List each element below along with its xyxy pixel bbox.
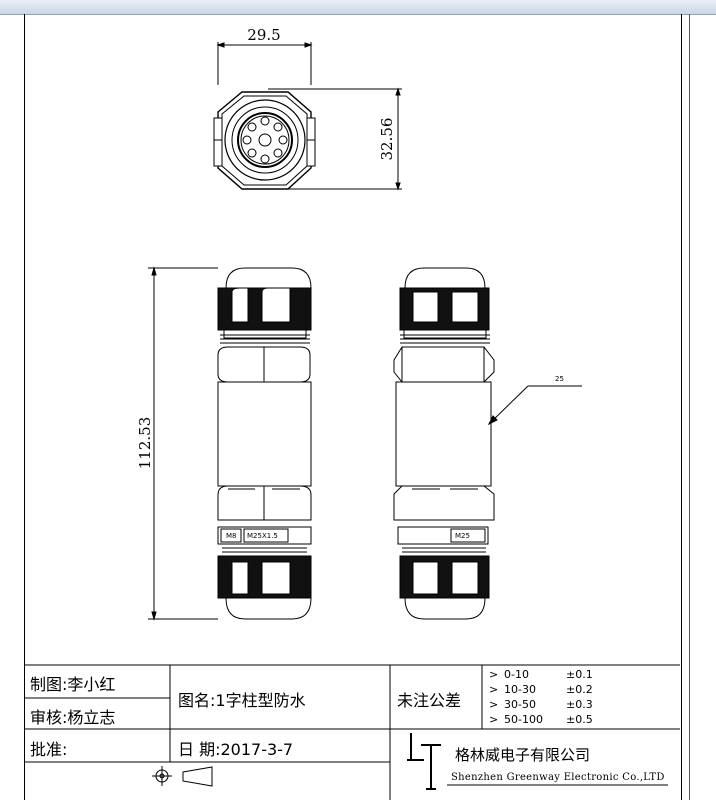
dim-leader: 25: [555, 375, 564, 383]
dim-top-height: 32.56: [378, 118, 396, 161]
tolerance-range: 50-100: [504, 713, 543, 726]
checked-by: 审核:杨立志: [30, 708, 116, 727]
tolerance-range: 30-50: [504, 698, 536, 711]
tolerance-range: 10-30: [504, 683, 536, 696]
tolerance-value: ±0.3: [566, 698, 593, 711]
dim-top-width: 29.5: [247, 26, 280, 44]
drawing-date: 日 期:2017-3-7: [178, 740, 294, 759]
company-name-en: Shenzhen Greenway Electronic Co.,LTD: [451, 772, 665, 783]
drawn-by: 制图:李小红: [30, 675, 116, 694]
front-view: [148, 266, 312, 621]
company-name-cn: 格林威电子有限公司: [455, 746, 591, 764]
dim-length: 112.53: [136, 417, 154, 470]
tolerance-value: ±0.2: [566, 683, 593, 696]
side-label: M25: [455, 532, 470, 540]
tolerance-row: >: [489, 683, 499, 696]
sheet-edge-line: [689, 14, 690, 800]
tolerance-value: ±0.5: [566, 713, 593, 726]
tolerance-value: ±0.1: [566, 668, 593, 681]
tolerance-row: >: [489, 668, 499, 681]
drawing-sheet-frame: [24, 14, 682, 800]
top-view: [213, 42, 402, 191]
window-top-bar: [0, 0, 716, 15]
front-label-right: M25X1.5: [247, 532, 278, 540]
front-label-left: M8: [226, 532, 237, 540]
tolerance-row: >: [489, 698, 499, 711]
tolerance-range: 0-10: [504, 668, 529, 681]
title-block-grid: [24, 664, 680, 800]
drawing-name: 图名:1字柱型防水: [178, 691, 306, 710]
side-view: [393, 267, 582, 620]
tolerance-row: >: [489, 713, 499, 726]
tolerance-title: 未注公差: [397, 691, 462, 710]
approved-by: 批准:: [30, 740, 68, 759]
